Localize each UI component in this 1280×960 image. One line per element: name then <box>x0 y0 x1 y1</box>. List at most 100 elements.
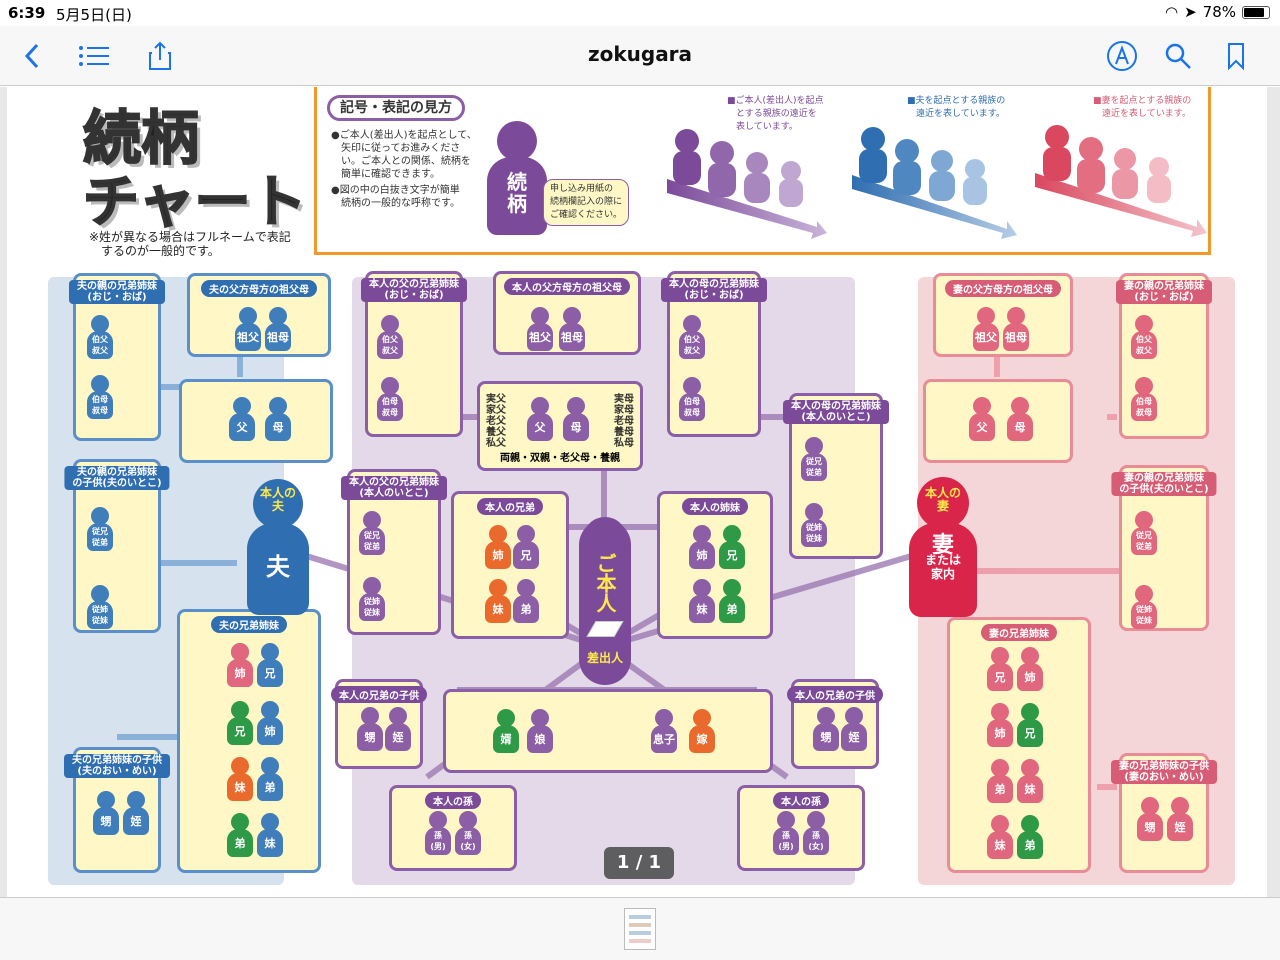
figure-label: 孫 (女) <box>455 827 481 855</box>
pdf-viewer[interactable]: 続柄 チャート ※姓が異なる場合はフルネームで表記 するのが一般的です。 記号・… <box>0 87 1280 897</box>
figure-label: 父 <box>969 413 995 441</box>
figure-label: 従兄 従弟 <box>801 453 827 481</box>
battery-percent: 78% <box>1202 3 1236 21</box>
figure-label: 妹 <box>257 829 283 857</box>
figure-juukei: 従兄 従弟 <box>1131 511 1157 555</box>
self-hub-sender: 差出人 <box>586 651 623 665</box>
figure-label: 伯母 叔母 <box>87 391 113 419</box>
wife-hub-body <box>909 523 977 617</box>
figure-imouto: 妹 <box>257 813 283 857</box>
legend-arrows <box>667 125 1207 239</box>
figure-label: 娘 <box>527 725 553 753</box>
figure-oi: 甥 <box>357 707 383 751</box>
wifi-icon: ◠ <box>1164 3 1179 21</box>
figure-obashu: 伯母 叔母 <box>679 377 705 421</box>
figure-label: 妹 <box>227 773 253 801</box>
figure-ani: 兄 <box>257 643 283 687</box>
figure-ani: 兄 <box>227 701 253 745</box>
bookmark-icon[interactable] <box>1218 38 1254 74</box>
figure-label: 弟 <box>227 829 253 857</box>
figure-label: 従姉 従妹 <box>87 601 113 629</box>
figure-label: 弟 <box>257 773 283 801</box>
figure-label: 孫 (男) <box>425 827 451 855</box>
figure-label: 伯母 叔母 <box>679 393 705 421</box>
figure-mago_f: 孫 (女) <box>803 811 829 855</box>
figure-label: 妹 <box>485 595 511 623</box>
figure-label: 従兄 従弟 <box>1131 527 1157 555</box>
figure-label: 弟 <box>1017 831 1043 859</box>
back-icon[interactable] <box>14 38 50 74</box>
box-wife-grandparents: 妻の父方母方の祖父母 <box>933 273 1073 357</box>
legend-text1: ●ご本人(差出人)を起点として、 矢印に従ってお進みくださ い。ご本人との関係、… <box>331 130 477 180</box>
figure-otouto: 弟 <box>227 813 253 857</box>
figure-label: 従兄 従弟 <box>359 527 385 555</box>
figure-label: 姉 <box>227 659 253 687</box>
figure-label: 母 <box>563 413 589 441</box>
figure-label: 従兄 従弟 <box>87 523 113 551</box>
figure-label: 祖父 <box>973 323 999 351</box>
markup-icon[interactable] <box>1104 38 1140 74</box>
page-title: zokugara <box>587 42 693 66</box>
figure-chichi: 父 <box>527 397 553 441</box>
figure-label: 甥 <box>1137 813 1163 841</box>
page-thumbnail[interactable] <box>624 908 656 950</box>
wife-hub-sub: または 家内 <box>924 553 961 581</box>
figure-juushi: 従姉 従妹 <box>87 585 113 629</box>
wife-hub-caption: 本人の 妻 <box>924 486 961 513</box>
figure-ojishu: 伯父 叔父 <box>1131 315 1157 359</box>
figure-label: 母 <box>1007 413 1033 441</box>
figure-label: 嫁 <box>689 725 715 753</box>
figure-sofu: 祖父 <box>527 307 553 351</box>
figure-label: 甥 <box>813 723 839 751</box>
figure-obashu: 伯母 叔母 <box>1131 377 1157 421</box>
pdf-page: 続柄 チャート ※姓が異なる場合はフルネームで表記 するのが一般的です。 記号・… <box>7 87 1267 897</box>
figure-mei: 姪 <box>1167 797 1193 841</box>
search-icon[interactable] <box>1160 38 1196 74</box>
figure-mago_f: 孫 (女) <box>455 811 481 855</box>
figure-ani: 兄 <box>719 525 745 569</box>
figure-label: 姪 <box>123 807 149 835</box>
husband-hub-body <box>247 523 309 615</box>
box-sibling-children-right: 本人の兄弟の子供 <box>787 679 883 769</box>
figure-label: 祖父 <box>235 323 261 351</box>
figure-otouto: 弟 <box>257 757 283 801</box>
figure-label: 父 <box>527 413 553 441</box>
husband-hub-label: 夫 <box>266 553 290 581</box>
battery-icon <box>1242 5 1270 19</box>
box-grandchildren-left: 本人の孫 <box>389 785 517 871</box>
self-hub-label: ご本人 <box>593 553 617 613</box>
figure-label: 息子 <box>651 725 677 753</box>
figure-label: 祖母 <box>559 323 585 351</box>
box-grandchildren-right: 本人の孫 <box>737 785 865 871</box>
figure-muko: 婿 <box>493 709 519 753</box>
husband-hub-caption: 本人の 夫 <box>259 486 296 513</box>
figure-haha: 母 <box>1007 397 1033 441</box>
figure-ane: 姉 <box>689 525 715 569</box>
figure-sobo: 祖母 <box>1003 307 1029 351</box>
figure-musuko: 息子 <box>651 709 677 753</box>
figure-label: 伯母 叔母 <box>377 393 403 421</box>
figure-ani: 兄 <box>513 525 539 569</box>
figure-label: 姪 <box>1167 813 1193 841</box>
figure-otouto: 弟 <box>1017 815 1043 859</box>
wife-hub-label: 妻 <box>931 533 954 558</box>
figure-imouto: 妹 <box>227 757 253 801</box>
figure-label: 父 <box>229 413 255 441</box>
figure-label: 姪 <box>841 723 867 751</box>
figure-ojishu: 伯父 叔父 <box>87 315 113 359</box>
thumbnail-bar <box>0 897 1280 960</box>
figure-mei: 姪 <box>123 791 149 835</box>
figure-chichi: 父 <box>229 397 255 441</box>
figure-imouto: 妹 <box>1017 759 1043 803</box>
page-indicator[interactable]: 1 / 1 <box>604 847 674 879</box>
share-icon[interactable] <box>142 38 178 74</box>
chart-title-line2: チャート <box>82 169 307 236</box>
self-hub-body <box>579 519 631 685</box>
figure-label: 弟 <box>987 775 1013 803</box>
figure-sofu: 祖父 <box>235 307 261 351</box>
list-icon[interactable] <box>76 38 112 74</box>
status-time: 6:39 <box>8 4 46 22</box>
status-bar: 6:39 5月5日(日) ◠ ➤ 78% <box>0 0 1280 26</box>
figure-label: 弟 <box>513 595 539 623</box>
figure-juukei: 従兄 従弟 <box>87 507 113 551</box>
